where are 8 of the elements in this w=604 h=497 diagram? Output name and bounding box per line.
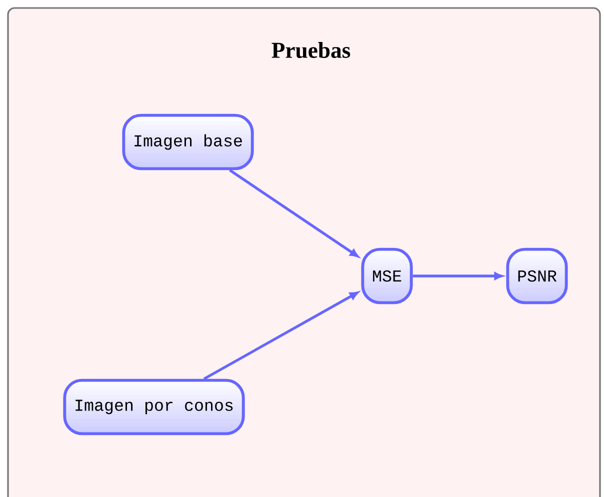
process-box: Imagen base bbox=[122, 114, 254, 170]
arrow bbox=[229, 169, 358, 258]
process-box: PSNR bbox=[506, 248, 568, 304]
arrow bbox=[203, 292, 358, 380]
process-box: MSE bbox=[361, 248, 413, 304]
arrow bbox=[412, 272, 503, 280]
title: Pruebas bbox=[272, 42, 350, 58]
process-box: Imagen por conos bbox=[63, 378, 245, 436]
